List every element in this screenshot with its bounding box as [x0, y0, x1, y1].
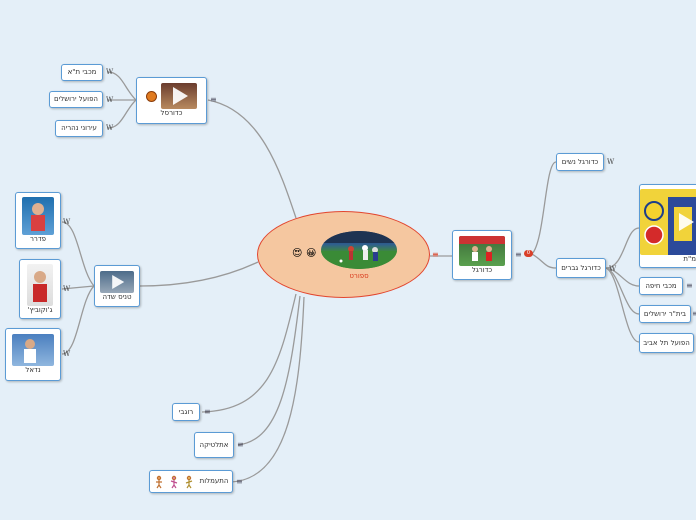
link-basketball — [207, 99, 297, 219]
link-men — [531, 253, 557, 269]
link-women — [531, 161, 557, 255]
gymnastics-menu-icon[interactable]: ≡ — [236, 477, 243, 486]
maccabi-haifa-menu-icon[interactable]: ≡ — [686, 281, 693, 290]
djokovic-photo — [27, 263, 53, 306]
wiki-icon[interactable]: W — [63, 350, 71, 358]
football-label: כדורגל — [471, 265, 493, 274]
hapoel-jerusalem-basketball-node[interactable]: הפועל ירושלים — [49, 91, 103, 108]
djokovic-node[interactable]: ג'וקוביץ' — [19, 259, 61, 319]
athletics-label: אתלטיקה — [199, 440, 229, 449]
tennis-label: טניס שדה — [102, 292, 132, 301]
rugby-node[interactable]: רוגבי — [172, 403, 200, 421]
nadal-node[interactable]: נדאל — [5, 328, 61, 381]
link-tennis — [139, 261, 259, 287]
link-mta — [605, 227, 640, 269]
athletics-node[interactable]: אתלטיקה — [194, 432, 234, 458]
rugby-label: רוגבי — [178, 407, 194, 416]
play-icon[interactable] — [173, 87, 188, 105]
maccabi-ta-video-thumb[interactable] — [639, 188, 696, 255]
women-football-label: כדורגל נשים — [561, 157, 599, 166]
link-hapoel-ta — [605, 267, 640, 343]
maccabi-haifa-node[interactable]: מכבי חיפה — [639, 277, 683, 295]
gymnastics-label: התעמלות — [199, 477, 229, 485]
link-federer — [61, 221, 95, 287]
basketball-icon — [146, 90, 157, 102]
link-djokovic — [61, 285, 95, 290]
nahariya-label: עירוני נהריה — [61, 124, 97, 132]
wiki-icon[interactable]: W — [106, 68, 114, 76]
heart-eyes-emoji-icon: 😍 — [292, 248, 303, 259]
hapoel-tel-aviv-node[interactable]: הפועל תל אביב — [639, 333, 694, 353]
nadal-photo — [12, 334, 54, 366]
wiki-icon[interactable]: W — [607, 158, 615, 166]
wiki-icon[interactable]: W — [106, 96, 114, 104]
basketball-node[interactable]: כדורסל — [136, 77, 207, 124]
link-haifa — [605, 267, 640, 287]
rugby-menu-icon[interactable]: ≡ — [204, 407, 211, 416]
link-maccabi-ta — [107, 71, 137, 101]
gymnastics-node[interactable]: התעמלות — [149, 470, 233, 493]
men-football-label: כדורגל גברים — [561, 263, 601, 272]
tennis-node[interactable]: טניס שדה — [94, 265, 140, 307]
play-icon[interactable] — [679, 212, 695, 231]
central-photo — [321, 231, 397, 269]
central-label: ספורט — [349, 272, 369, 280]
wiki-icon[interactable]: W — [63, 218, 71, 226]
football-menu-icon[interactable]: ≡ — [515, 250, 522, 259]
tennis-video-thumb[interactable] — [100, 270, 134, 293]
nahariya-basketball-node[interactable]: עירוני נהריה — [55, 120, 103, 137]
football-photo — [459, 235, 505, 266]
play-icon[interactable] — [112, 274, 125, 289]
link-nadal — [61, 285, 95, 355]
wiki-icon[interactable]: W — [63, 285, 71, 293]
federer-label: פדרר — [29, 235, 47, 243]
federer-node[interactable]: פדרר — [15, 192, 61, 249]
basketball-label: כדורסל — [160, 109, 183, 117]
maccabi-haifa-label: מכבי חיפה — [645, 281, 677, 290]
maccabi-ta-football-label: מ"ת — [683, 254, 696, 263]
wiki-icon[interactable]: W — [609, 265, 617, 273]
link-gymnastics — [229, 296, 305, 483]
collapsed-count-badge[interactable]: 0 — [524, 250, 533, 257]
wiki-icon[interactable]: W — [106, 124, 114, 132]
basketball-menu-icon[interactable]: ≡ — [210, 95, 217, 104]
basketball-video-thumb[interactable] — [161, 83, 197, 109]
smile-emoji-icon: 😀 — [306, 248, 317, 259]
federer-photo — [22, 197, 54, 235]
hapoel-tel-aviv-label: הפועל תל אביב — [643, 338, 690, 347]
women-football-node[interactable]: כדורגל נשים — [556, 153, 604, 171]
central-menu-icon[interactable]: ≡ — [432, 250, 439, 259]
gymnast-figures-icon — [155, 475, 192, 488]
djokovic-label: ג'וקוביץ' — [27, 305, 53, 314]
hapoel-jerusalem-label: הפועל ירושלים — [54, 95, 99, 103]
maccabi-ta-basketball-node[interactable]: מכבי ת"א — [61, 64, 103, 81]
athletics-menu-icon[interactable]: ≡ — [237, 440, 244, 449]
beitar-jerusalem-node[interactable]: בית"ר ירושלים — [639, 305, 691, 323]
men-football-node[interactable]: כדורגל גברים — [556, 258, 606, 278]
maccabi-ta-football-node[interactable]: מ"ת — [639, 184, 696, 268]
beitar-jerusalem-label: בית"ר ירושלים — [643, 309, 687, 318]
soccer-players-image — [321, 231, 397, 269]
link-rugby — [201, 293, 297, 413]
maccabi-ta-label: מכבי ת"א — [67, 68, 97, 76]
link-nahariya — [107, 99, 137, 129]
beitar-menu-icon[interactable]: ≡ — [692, 309, 696, 318]
football-node[interactable]: כדורגל — [452, 230, 512, 280]
link-athletics — [237, 295, 301, 446]
nadal-label: נדאל — [25, 366, 41, 374]
